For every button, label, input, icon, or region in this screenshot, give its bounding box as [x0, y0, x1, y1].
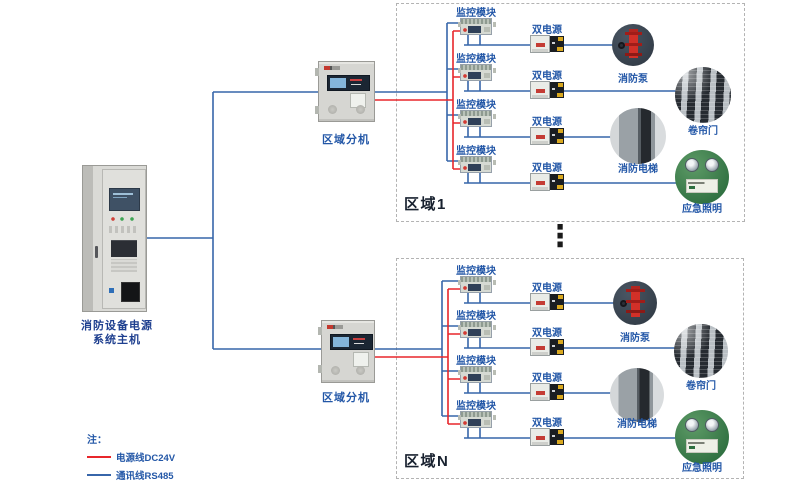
dual-psu-device [530, 428, 564, 446]
cabinet-handle [95, 246, 98, 258]
legend-title: 注： [87, 435, 107, 446]
regional-extension-1-image [315, 61, 375, 122]
monitor-module-label: 监控模块 [456, 146, 496, 157]
host-label-line1: 消防设备电源 [81, 320, 153, 332]
fire-elevator-image [610, 368, 664, 422]
host-cabinet-image [82, 165, 147, 312]
monitor-module-label: 监控模块 [456, 54, 496, 65]
subunit-display [327, 75, 370, 91]
fire-pump-label: 消防泵 [620, 333, 650, 344]
subunit-printer [350, 93, 366, 108]
fire-elevator-image [610, 108, 666, 164]
roller-shutter-image [674, 324, 728, 378]
emergency-light-plate [685, 439, 719, 453]
zones-ellipsis: ⋮ [545, 220, 575, 253]
cabinet-vents [111, 259, 137, 272]
monitor-module-label: 监控模块 [456, 100, 496, 111]
cabinet-slot [121, 282, 140, 302]
monitor-module-label: 监控模块 [456, 311, 496, 322]
zone-n-label: 区域N [404, 453, 450, 470]
monitor-module-device [458, 411, 492, 428]
dual-psu-device [530, 127, 564, 145]
dual-psu-device [530, 35, 564, 53]
pump-valve [619, 300, 627, 308]
power-lines-dc24v [375, 30, 460, 425]
dual-psu-device [530, 81, 564, 99]
comm-line-sample [87, 474, 111, 476]
dual-psu-device [530, 293, 564, 311]
dual-psu-label: 双电源 [532, 71, 562, 82]
emergency-light-label: 应急照明 [682, 204, 722, 215]
subunit-logo [324, 66, 340, 70]
dual-psu-device [530, 173, 564, 191]
cabinet-controls [109, 226, 138, 233]
dual-psu-device [530, 383, 564, 401]
dual-psu-label: 双电源 [532, 117, 562, 128]
subunit-mount-tabs [318, 327, 322, 335]
monitor-module-device [458, 276, 492, 293]
monitor-module-device [458, 321, 492, 338]
subunit-printer [353, 352, 369, 367]
host-label-line2: 系统主机 [93, 334, 141, 346]
monitor-module-device [458, 18, 492, 35]
legend-item-comm: 通讯线RS485 [87, 468, 175, 482]
emergency-light-plate [685, 179, 719, 193]
roller-shutter-label: 卷帘门 [688, 126, 718, 137]
dual-psu-label: 双电源 [532, 283, 562, 294]
monitor-module-device [458, 156, 492, 173]
dual-psu-label: 双电源 [532, 25, 562, 36]
roller-shutter-image [675, 67, 731, 123]
subunit-mount-tabs [315, 68, 319, 76]
monitor-module-label: 监控模块 [456, 401, 496, 412]
monitor-module-device [458, 366, 492, 383]
emergency-light-image [675, 410, 729, 464]
cabinet-leds [109, 216, 138, 222]
emergency-light-label: 应急照明 [682, 463, 722, 474]
dual-psu-label: 双电源 [532, 328, 562, 339]
regional-extension-2-image [318, 320, 375, 383]
fire-pump-image [612, 24, 654, 66]
regional-extension-1-label: 区域分机 [322, 134, 370, 146]
monitor-module-device [458, 110, 492, 127]
fire-elevator-label: 消防电梯 [617, 419, 657, 430]
monitor-module-device [458, 64, 492, 81]
legend: 注： 电源线DC24V 通讯线RS485 [87, 431, 175, 482]
dual-psu-label: 双电源 [532, 163, 562, 174]
cabinet-logo [109, 288, 114, 293]
legend-item-power: 电源线DC24V [87, 450, 175, 464]
monitor-module-label: 监控模块 [456, 8, 496, 19]
subunit-logo [327, 325, 343, 329]
subunit-display [330, 334, 373, 350]
monitor-module-label: 监控模块 [456, 356, 496, 367]
fire-pump-label: 消防泵 [618, 74, 648, 85]
power-line-label: 电源线DC24V [116, 453, 176, 464]
zone-1-label: 区域1 [404, 196, 447, 213]
fire-elevator-label: 消防电梯 [618, 164, 658, 175]
comm-line-label: 通讯线RS485 [116, 471, 174, 482]
cabinet-screen [109, 188, 140, 211]
power-line-sample [87, 456, 111, 458]
pump-valve [618, 42, 626, 50]
regional-extension-2-label: 区域分机 [322, 392, 370, 404]
dual-psu-label: 双电源 [532, 418, 562, 429]
cabinet-power-unit [111, 240, 137, 257]
monitor-module-label: 监控模块 [456, 266, 496, 277]
dual-psu-label: 双电源 [532, 373, 562, 384]
fire-pump-image [613, 281, 657, 325]
emergency-light-image [675, 150, 729, 204]
dual-psu-device [530, 338, 564, 356]
roller-shutter-label: 卷帘门 [686, 381, 716, 392]
